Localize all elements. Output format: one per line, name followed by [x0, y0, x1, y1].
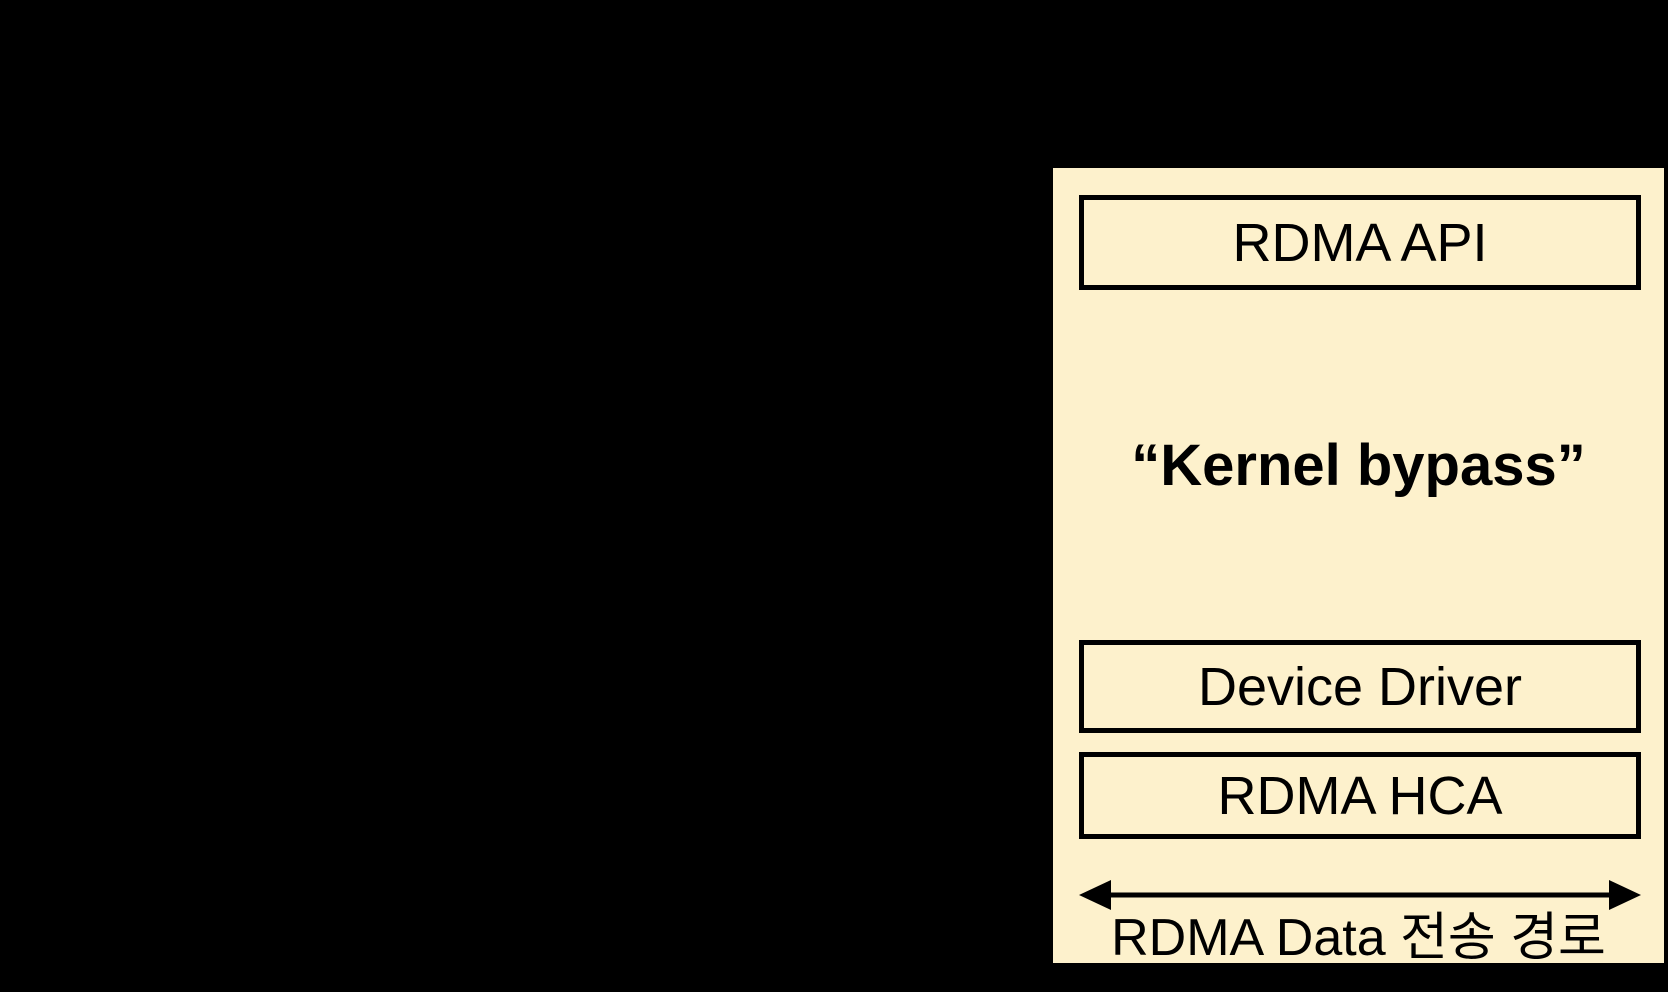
rdma-api-box: RDMA API [1079, 195, 1641, 290]
device-driver-box: Device Driver [1079, 640, 1641, 733]
arrow-caption: RDMA Data 전송 경로 [1111, 909, 1606, 967]
kernel-bypass-label: “Kernel bypass” [1131, 433, 1586, 498]
double-arrow-icon [1079, 877, 1641, 913]
rdma-hca-box: RDMA HCA [1079, 752, 1641, 839]
kernel-bypass-panel: RDMA API “Kernel bypass” Device Driver R… [1053, 168, 1664, 967]
